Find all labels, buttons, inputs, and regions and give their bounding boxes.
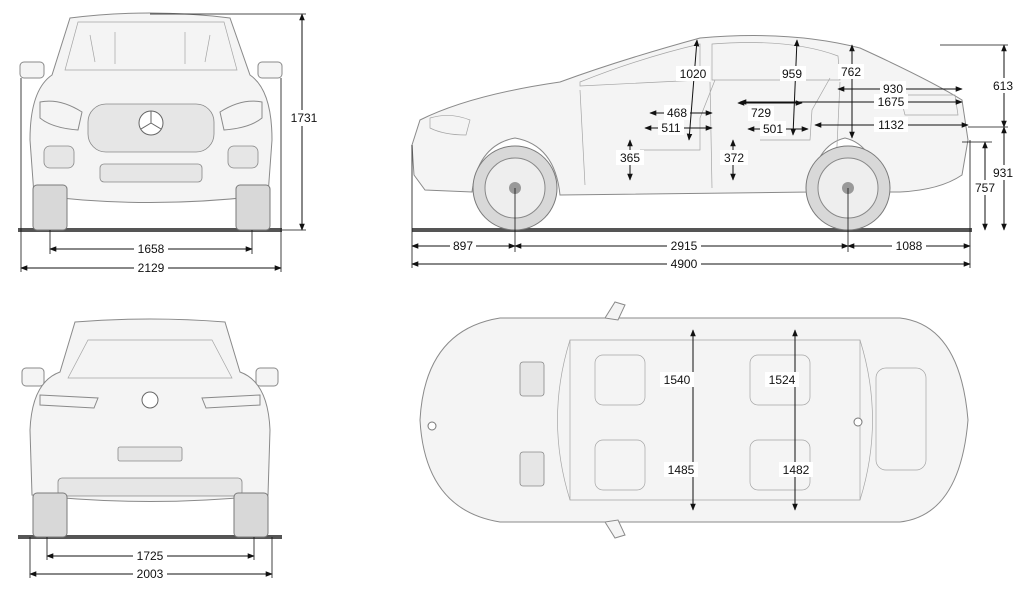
dim-legroom-729: 729 [751,106,771,120]
dim-cargo-1675: 1675 [878,95,905,109]
top-view: 1540 1485 1524 1482 [419,301,969,539]
taillight-right [201,394,261,409]
dim-cargo-1132: 1132 [878,118,904,132]
dim-front-overhang: 897 [453,239,473,253]
headlight-left [39,100,83,131]
dim-elbow-rear: 1482 [783,463,810,477]
top-body [419,317,969,523]
hood-vent-left [519,361,545,397]
front-window [579,43,701,87]
dim-height: 1731 [291,111,318,125]
dim-seat-front-511: 511 [661,121,680,135]
dim-width-mirrors: 2129 [138,261,165,275]
dim-headroom-rear: 959 [782,67,802,81]
fog-right [227,145,259,169]
rear-tyre-left [32,492,68,538]
front-tyre-right [235,184,271,231]
dim-rear-track: 1725 [137,549,164,563]
dim-rear-height: 762 [841,65,861,79]
rear-view: 1725 2003 [18,318,282,581]
licence-plate [117,446,183,462]
dim-seat-front-468: 468 [667,106,687,120]
front-tyre-left [32,184,68,231]
dim-front-track: 1658 [138,242,165,256]
rear-body [29,318,271,502]
side-headlight [429,115,471,136]
hood-vent-right [519,451,545,487]
dim-shoulder-front: 1540 [664,373,691,387]
dim-rear-overhang: 1088 [896,239,923,253]
rear-mirror-left [21,367,45,387]
taillight-left [39,394,99,409]
dim-length: 4900 [671,257,698,271]
dim-seat-height-rear: 372 [724,151,744,165]
dim-seat-height-front: 365 [620,151,640,165]
rear-window-top [875,367,927,471]
dim-load-757: 757 [975,181,995,195]
front-view: 1731 1658 2129 [18,12,319,275]
dim-elbow-front: 1485 [668,463,695,477]
rear-diffuser [57,477,243,497]
windscreen [64,21,238,71]
dim-rear-931: 931 [993,166,1013,180]
dim-legroom-501: 501 [763,122,783,136]
fog-left [43,145,75,169]
headlight-right [219,100,263,131]
rear-mirror-right [255,367,279,387]
dim-wheelbase: 2915 [671,239,698,253]
dim-shoulder-rear: 1524 [769,373,796,387]
rear-window [67,339,233,379]
dim-rear-width: 2003 [137,567,164,581]
dim-tailgate-613: 613 [993,79,1013,93]
lower-intake [99,163,203,183]
mirror-left [19,61,45,79]
mirror-right [257,61,283,79]
dim-cargo-930: 930 [883,82,903,96]
dim-headroom-front: 1020 [680,67,707,81]
rear-tyre-right [233,492,269,538]
side-view: 1020 959 762 468 511 729 501 930 1675 11… [411,35,1016,271]
